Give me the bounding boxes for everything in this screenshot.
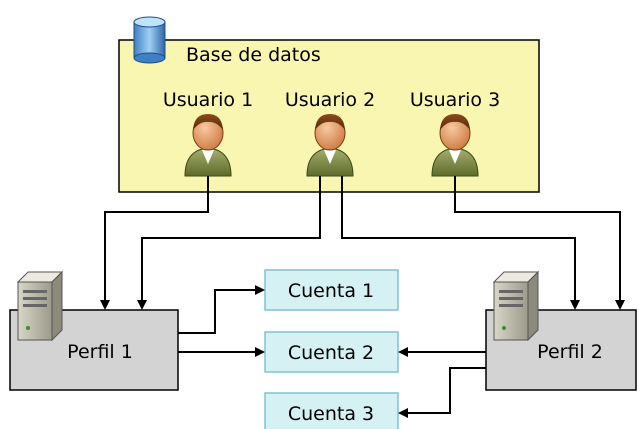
arrow-user3-to-profile2 bbox=[454, 176, 625, 310]
profile-1-label: Perfil 1 bbox=[67, 341, 133, 363]
arrow-user2-to-profile2 bbox=[341, 176, 580, 310]
server-2-icon bbox=[492, 270, 540, 342]
arrow-profile1-to-account1 bbox=[178, 285, 265, 334]
account-2-box: Cuenta 2 bbox=[264, 331, 399, 373]
profile-2-label: Perfil 2 bbox=[537, 341, 603, 363]
user-1-label: Usuario 1 bbox=[163, 89, 253, 111]
account-1-label: Cuenta 1 bbox=[288, 280, 374, 302]
database-label: Base de datos bbox=[186, 44, 321, 66]
database-icon bbox=[133, 16, 166, 64]
arrow-user2-to-profile1 bbox=[137, 176, 321, 310]
user-3-icon bbox=[431, 114, 479, 177]
user-2-icon bbox=[306, 114, 354, 177]
user-1-icon bbox=[184, 114, 232, 177]
arrow-user1-to-profile1 bbox=[100, 176, 209, 310]
server-1-icon bbox=[16, 270, 64, 342]
account-3-label: Cuenta 3 bbox=[288, 403, 374, 425]
connectors bbox=[100, 176, 625, 418]
account-3-box: Cuenta 3 bbox=[264, 392, 399, 429]
account-2-label: Cuenta 2 bbox=[288, 342, 374, 364]
user-3-label: Usuario 3 bbox=[410, 89, 500, 111]
account-1-box: Cuenta 1 bbox=[264, 269, 399, 311]
arrow-profile2-to-account3 bbox=[398, 367, 486, 418]
user-2-label: Usuario 2 bbox=[285, 89, 375, 111]
